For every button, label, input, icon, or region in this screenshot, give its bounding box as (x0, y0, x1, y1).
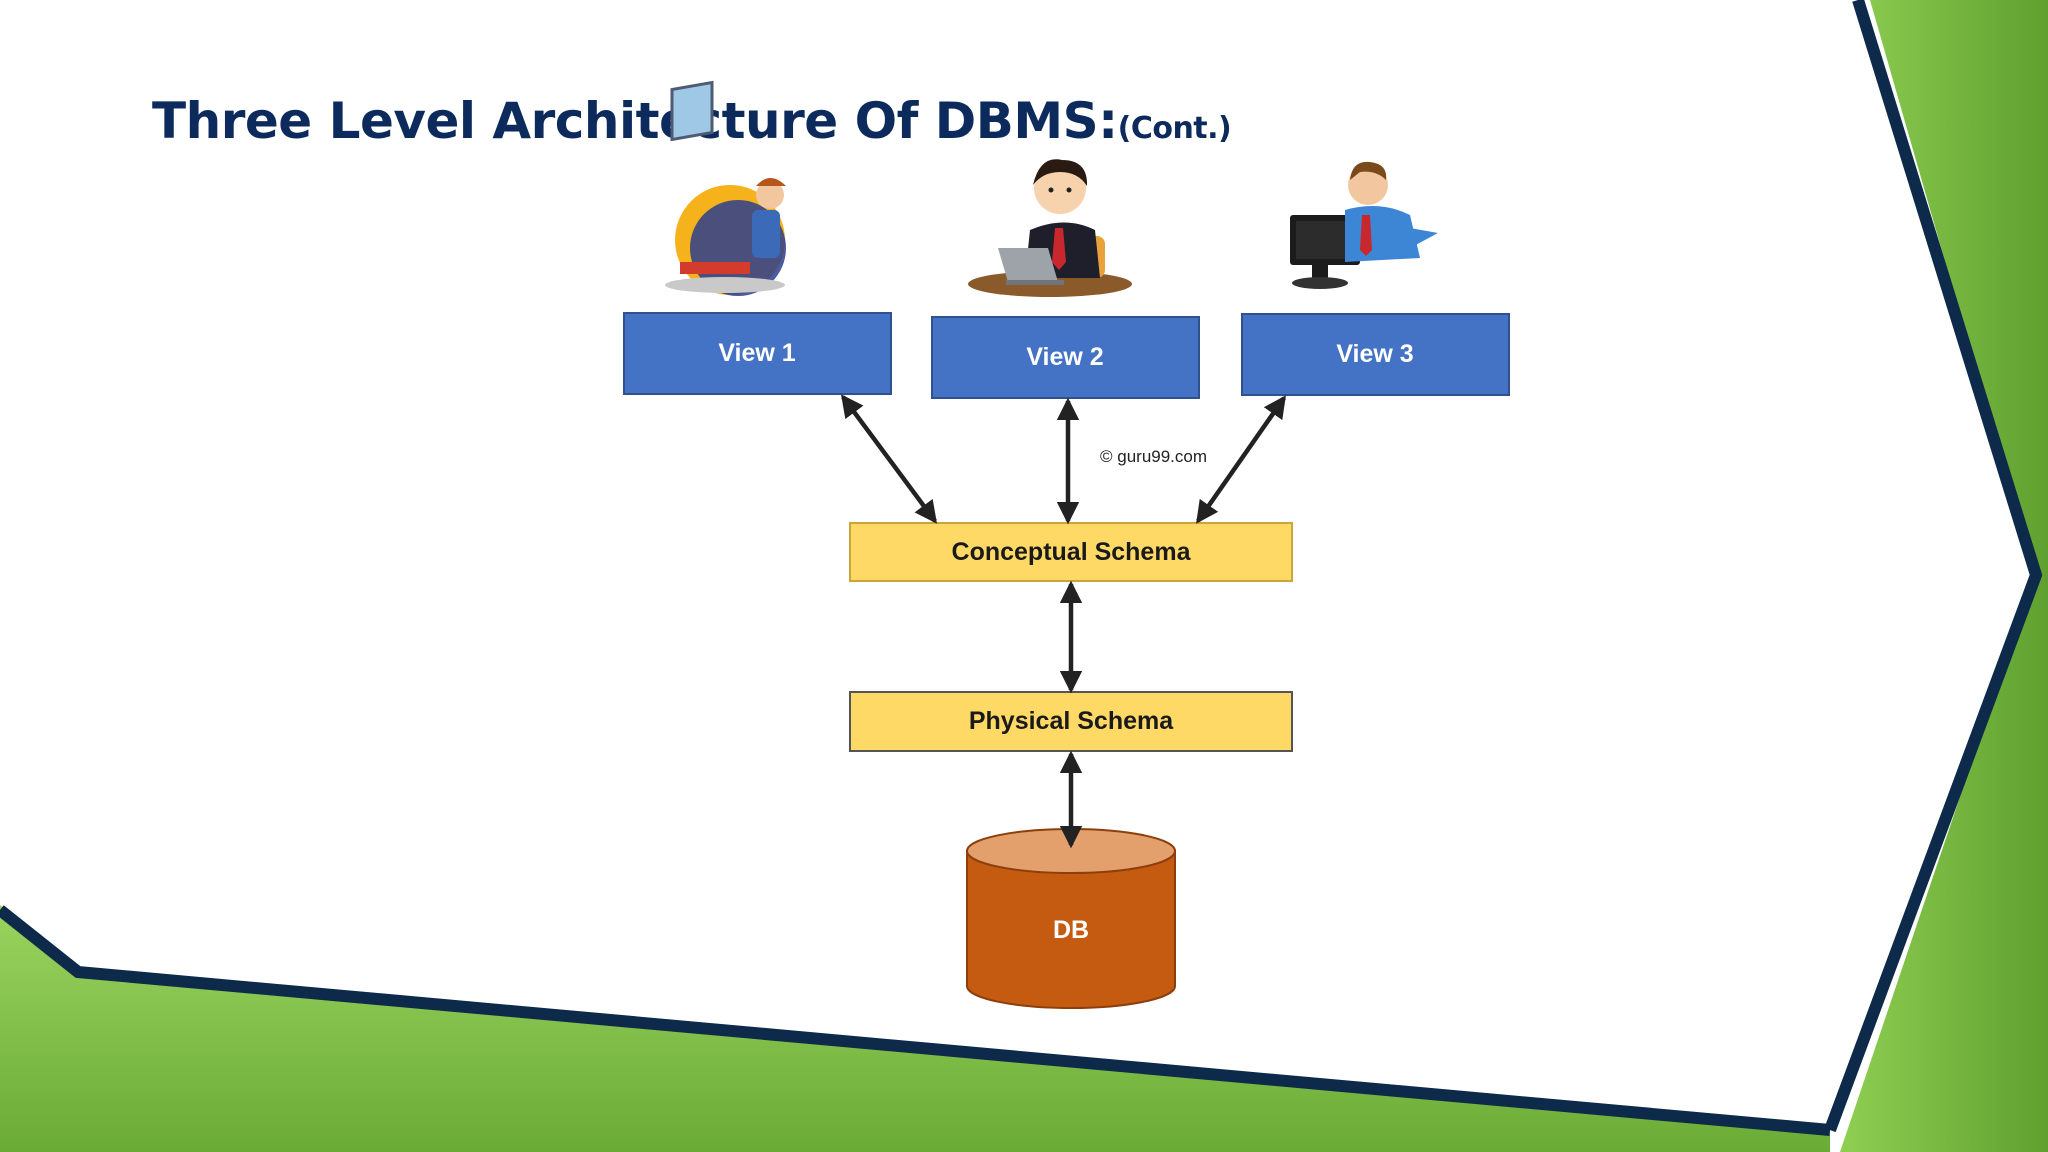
view-box-2: View 2 (931, 316, 1200, 399)
database-cylinder: DB (966, 828, 1176, 1009)
user-icon-2 (968, 159, 1132, 297)
conceptual-schema-box: Conceptual Schema (849, 522, 1293, 582)
view-1-label: View 1 (718, 339, 795, 367)
view-2-label: View 2 (1026, 343, 1103, 371)
physical-schema-box: Physical Schema (849, 691, 1293, 752)
database-label: DB (1053, 916, 1089, 944)
view-3-label: View 3 (1336, 340, 1413, 368)
arrow-view3-conceptual (1196, 395, 1286, 524)
navy-frame-bottom (0, 905, 1831, 1136)
user-icon-3 (1290, 161, 1438, 289)
credit-text: © guru99.com (1100, 447, 1207, 466)
green-right-band (1840, 0, 2048, 1152)
physical-schema-label: Physical Schema (969, 707, 1174, 735)
conceptual-schema-label: Conceptual Schema (952, 538, 1192, 566)
slide-title-suffix: (Cont.) (1117, 111, 1232, 146)
view-box-3: View 3 (1241, 313, 1510, 396)
view-box-1: View 1 (623, 312, 892, 395)
slide-title-main: Three Level Architecture Of DBMS: (152, 92, 1118, 150)
user-icon-1 (665, 80, 786, 296)
navy-frame-right (1824, 0, 2043, 1133)
slide-title: Three Level Architecture Of DBMS:(Cont.) (152, 92, 1232, 150)
arrow-view1-conceptual (840, 394, 938, 524)
